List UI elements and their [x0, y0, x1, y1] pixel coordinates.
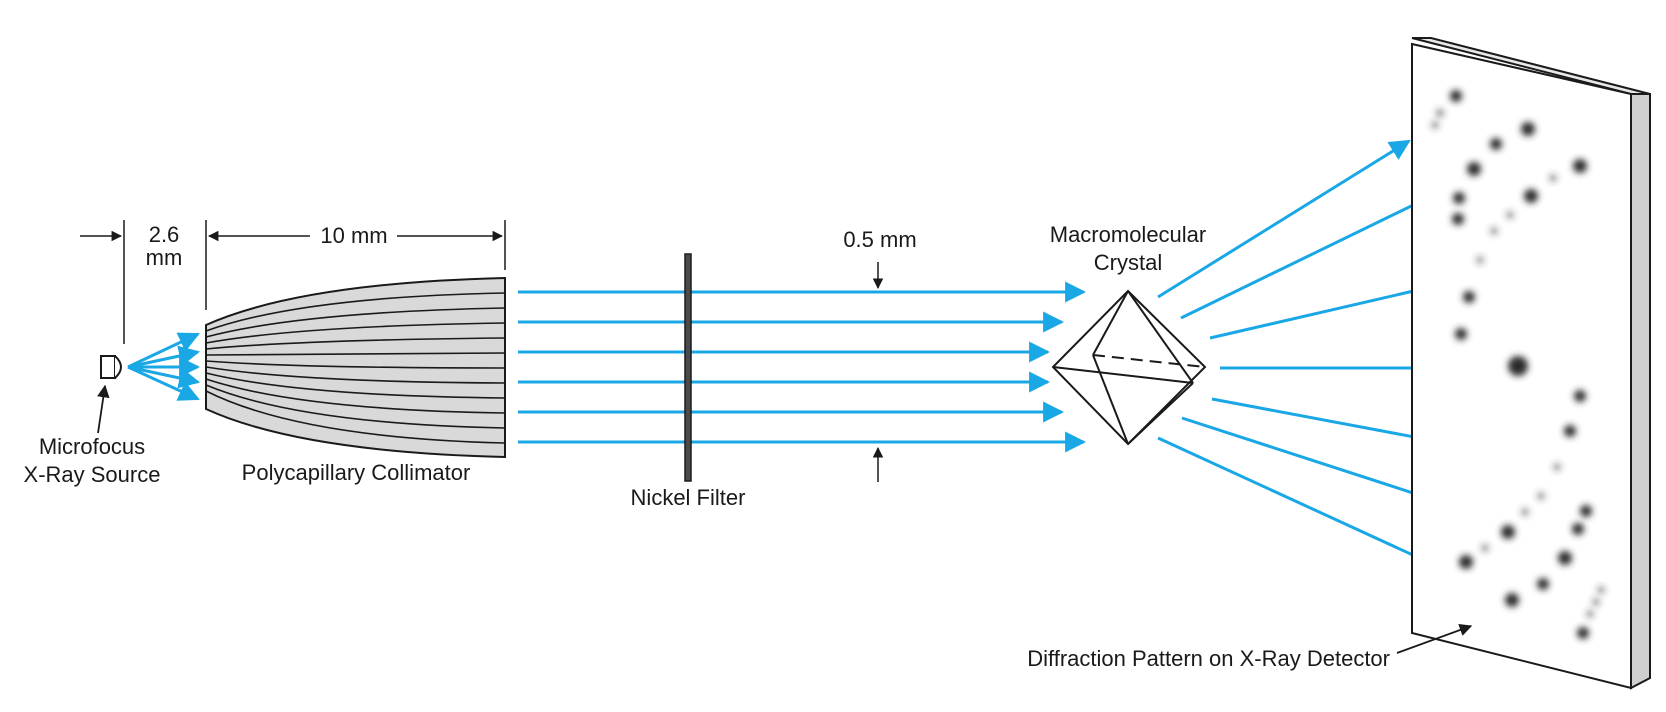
collimator-length-label: 10 mm [320, 223, 387, 248]
xray-source [100, 355, 122, 379]
source-pointer-arrow [97, 384, 110, 434]
source-distance-value: 2.6 [149, 222, 180, 247]
collimator-label: Polycapillary Collimator [242, 460, 471, 485]
source-distance-unit: mm [146, 245, 183, 270]
polycapillary-collimator [205, 276, 506, 459]
xray-detector [1411, 37, 1651, 690]
crystal-label-line2: Crystal [1094, 250, 1162, 275]
parallel-beams [518, 281, 1087, 453]
beam-width-label: 0.5 mm [843, 227, 916, 252]
source-label-line2: X-Ray Source [24, 462, 161, 487]
diffraction-spots [1431, 90, 1605, 639]
source-distance-dimension [80, 220, 125, 344]
detector-pointer-arrow [1396, 623, 1473, 654]
collimator-length-dimension [205, 220, 506, 310]
source-label-line1: Microfocus [39, 434, 145, 459]
nickel-filter [684, 253, 692, 482]
detector-label: Diffraction Pattern on X-Ray Detector [1027, 646, 1390, 671]
crystal-label-line1: Macromolecular [1050, 222, 1207, 247]
macromolecular-crystal [1051, 289, 1207, 446]
filter-label: Nickel Filter [631, 485, 746, 510]
source-divergent-rays [127, 332, 201, 401]
